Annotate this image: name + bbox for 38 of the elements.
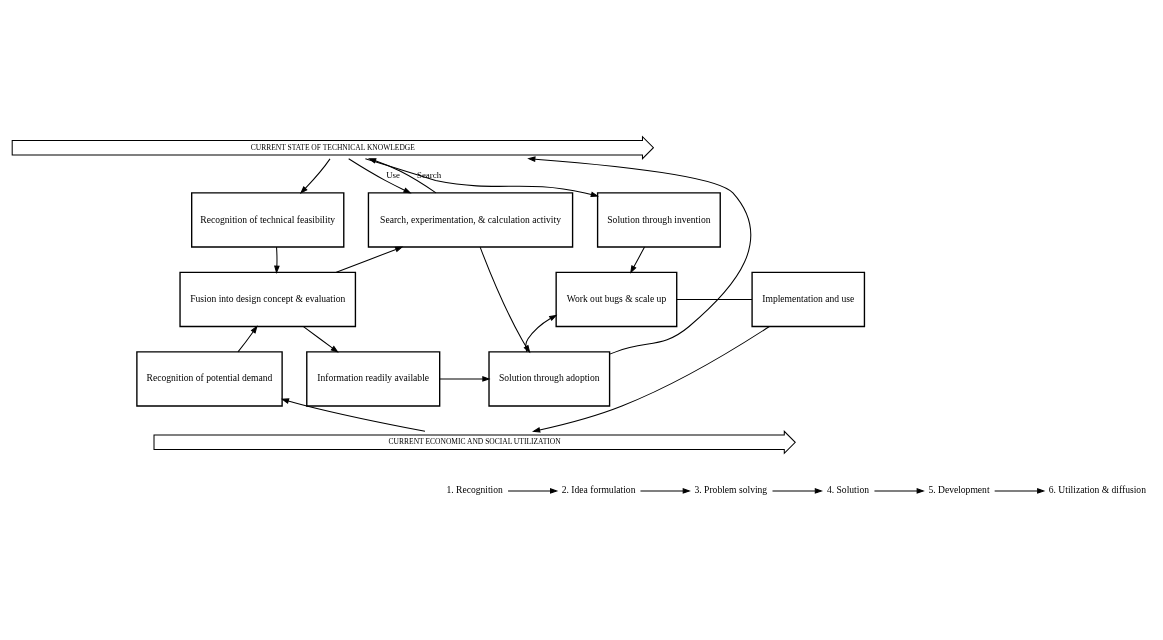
node-box: Solution through adoption <box>488 351 611 407</box>
node-text: 4. Solution <box>826 484 870 496</box>
connector <box>676 298 753 300</box>
node-text: 5. Development <box>928 484 990 496</box>
arrow <box>994 488 1046 494</box>
arrow <box>525 314 558 353</box>
node-text: 6. Utilization & diffusion <box>1048 484 1146 496</box>
node-text: 2. Idea formulation <box>561 484 636 496</box>
node-box: Work out bugs & scale up <box>555 271 678 328</box>
arrow <box>367 158 437 194</box>
arrow <box>348 158 412 194</box>
node-text: 3. Problem solving <box>694 484 768 496</box>
node-box: Search, experimentation, & calculation activity <box>367 192 574 248</box>
arrow <box>274 246 280 274</box>
edge-label: Use <box>386 170 401 181</box>
node-box: Recognition of technical feasibility <box>191 192 345 248</box>
node-box: Information readily available <box>306 351 441 407</box>
arrow <box>531 326 770 433</box>
node-text: 1. Recognition <box>446 484 503 496</box>
arrow <box>479 246 531 354</box>
arrow <box>299 158 331 194</box>
arrow <box>237 325 258 353</box>
arrow <box>335 246 404 273</box>
arrow <box>439 376 491 382</box>
arrow <box>639 488 691 494</box>
node-box: Solution through invention <box>596 192 721 248</box>
arrow <box>507 488 559 494</box>
arrow <box>364 158 599 198</box>
arrow <box>302 326 339 353</box>
node-box: Fusion into design concept & evaluation <box>179 271 357 328</box>
edge-label: Search <box>416 170 442 181</box>
arrow <box>527 156 752 355</box>
node-box: Implementation and use <box>751 271 866 328</box>
arrow <box>771 488 823 494</box>
arrow <box>873 488 925 494</box>
arrow <box>280 398 426 432</box>
node-box: Recognition of potential demand <box>136 351 283 407</box>
arrow <box>630 246 646 274</box>
